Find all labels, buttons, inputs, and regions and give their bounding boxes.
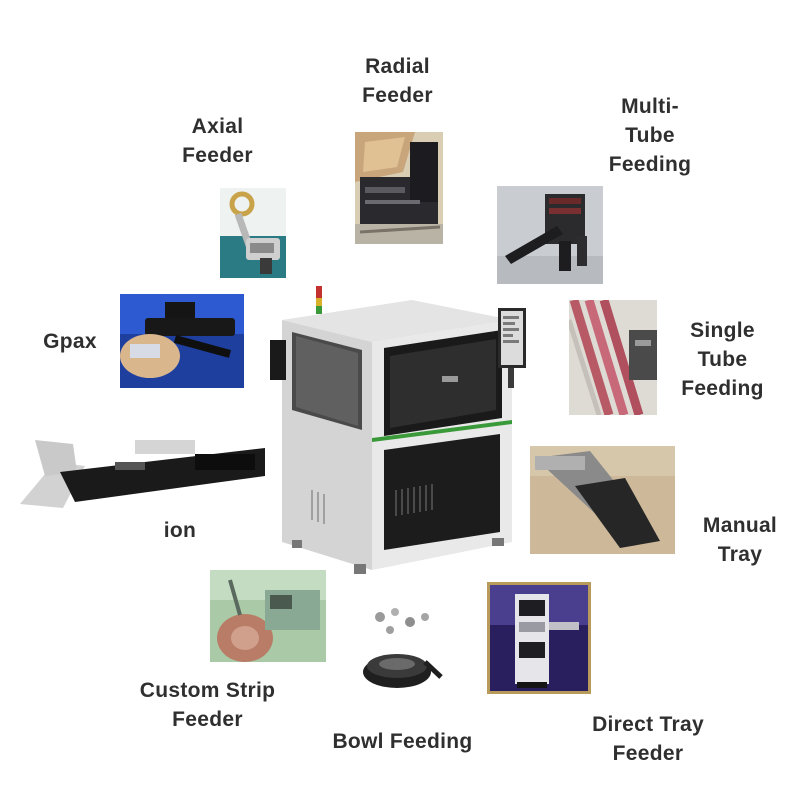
label-bowl-feeding: Bowl Feeding: [332, 730, 473, 753]
label-direct-tray-feeder: Direct Tray Feeder: [592, 713, 704, 765]
custom-strip-feeder-photo: [210, 570, 326, 662]
manual-tray-photo: [530, 446, 675, 554]
label-single-tube-feeding: Single Tube Feeding: [681, 319, 764, 400]
radial-feeder-photo: [355, 132, 443, 244]
single-tube-feeding-photo: [569, 300, 657, 415]
label-radial-feeder: Radial Feeder: [362, 55, 433, 107]
label-multi-tube-feeding: Multi- Tube Feeding: [608, 95, 692, 176]
placement-machine-illustration: [262, 280, 542, 590]
label-axial-feeder: Axial Feeder: [182, 115, 253, 167]
axial-feeder-photo: [220, 188, 286, 278]
bowl-feeding-photo: [355, 602, 445, 702]
label-gpax: Gpax: [43, 330, 97, 353]
direct-tray-feeder-photo: [487, 582, 591, 694]
multi-tube-feeding-photo: [497, 186, 603, 284]
gpax-photo: [120, 294, 244, 388]
label-custom-strip-feeder: Custom Strip Feeder: [139, 679, 276, 731]
gold-plus-ion-photo: [15, 432, 265, 512]
label-manual-tray: Manual Tray: [702, 514, 778, 566]
